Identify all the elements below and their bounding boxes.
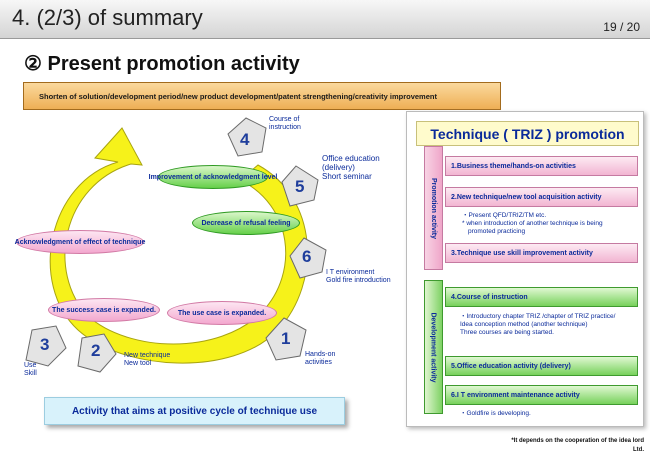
footnote-line: *It depends on the cooperation of the id… xyxy=(511,438,644,444)
label-line: New tool xyxy=(124,360,152,367)
bubble-acknowledgment-effect: Acknowledgment of effect of technique xyxy=(15,230,145,254)
label-line: Office education xyxy=(322,154,380,163)
pentagon-4-icon xyxy=(227,117,267,157)
label-line: I T environment xyxy=(326,269,375,276)
note-line: ・Present QFD/TRIZ/TM etc. xyxy=(462,212,547,219)
footnote-line: Ltd. xyxy=(633,447,644,453)
bubble-decrease-refusal: Decrease of refusal feeling xyxy=(192,211,300,235)
label-line: instruction xyxy=(269,124,301,131)
activity-item-5: 5.Office education activity (delivery) xyxy=(445,356,638,376)
bubble-improvement-acknowledgment: Improvement of acknowledgment level xyxy=(149,165,277,189)
pentagon-2-icon xyxy=(77,333,117,373)
label-it-environment: I T environment Gold fire introduction xyxy=(326,269,391,285)
label-line: Use xyxy=(24,362,37,369)
label-new-technique: New technique New tool xyxy=(124,352,170,368)
activity-item-1: 1.Business theme/hands-on activities xyxy=(445,156,638,176)
activity-item-4-notes: ・Introductory chapter TRIZ /chapter of T… xyxy=(460,313,615,337)
pentagon-4-number: 4 xyxy=(240,130,250,149)
promotion-activity-label: Promotion activity xyxy=(430,177,438,239)
label-line: activities xyxy=(305,359,332,366)
activity-item-2: 2.New technique/new tool acquisition act… xyxy=(445,187,638,207)
note-line: ・Goldfire is developing. xyxy=(460,410,531,417)
pentagon-2-number: 2 xyxy=(91,341,101,360)
label-hands-on: Hands-on activities xyxy=(305,351,335,367)
pentagon-1-number: 1 xyxy=(281,329,291,348)
label-line: Course of xyxy=(269,116,300,123)
label-line: Hands-on xyxy=(305,351,336,358)
label-line: (delivery) xyxy=(322,163,355,172)
bubble-success-expanded: The success case is expanded. xyxy=(48,298,160,322)
note-line: Three courses are being started. xyxy=(460,329,554,336)
pentagon-5-icon xyxy=(281,165,319,207)
label-office-education: Office education (delivery) Short semina… xyxy=(322,154,380,181)
activity-item-3: 3.Technique use skill improvement activi… xyxy=(445,243,638,263)
promotion-activity-sidebar: Promotion activity xyxy=(424,146,443,270)
activity-item-6-notes: ・Goldfire is developing. xyxy=(460,410,531,418)
pentagon-6-number: 6 xyxy=(302,247,312,266)
label-use-skill: Use Skill xyxy=(24,362,37,378)
development-activity-label: Development activity xyxy=(430,311,437,383)
label-line: Gold fire introduction xyxy=(326,277,391,284)
development-activity-sidebar: Development activity xyxy=(424,280,443,414)
label-line: New technique xyxy=(124,352,171,359)
pentagon-3-icon xyxy=(25,325,67,367)
pentagon-5-number: 5 xyxy=(295,177,305,196)
activity-item-6: 6.I T environment maintenance activity xyxy=(445,385,638,405)
bubble-usecase-expanded: The use case is expanded. xyxy=(167,301,277,325)
label-line: Skill xyxy=(24,370,37,377)
triz-title: Technique ( TRIZ ) promotion xyxy=(416,121,639,146)
activity-item-2-notes: ・Present QFD/TRIZ/TM etc. * when introdu… xyxy=(462,212,603,236)
activity-item-4: 4.Course of instruction xyxy=(445,287,638,307)
title-bar xyxy=(0,0,650,39)
label-course-instruction: Course of instruction xyxy=(269,116,301,132)
cycle-summary-box: Activity that aims at positive cycle of … xyxy=(44,397,345,425)
pentagon-1-icon xyxy=(265,317,307,361)
pentagon-3-number: 3 xyxy=(40,335,50,354)
note-line: Idea conception method (another techniqu… xyxy=(460,321,588,328)
goal-banner: Shorten of solution/development period/n… xyxy=(23,82,501,110)
slide-title: 4. (2/3) of summary xyxy=(12,5,203,30)
note-line: ・Introductory chapter TRIZ /chapter of T… xyxy=(460,313,616,320)
section-heading: ② Present promotion activity xyxy=(24,53,300,75)
pentagon-6-icon xyxy=(289,237,327,279)
footnote: *It depends on the cooperation of the id… xyxy=(511,437,644,455)
label-line: Short seminar xyxy=(322,172,372,181)
page-number: 19 / 20 xyxy=(603,20,640,34)
note-line: * when introduction of another technique… xyxy=(462,220,603,227)
note-line: promoted practicing xyxy=(468,228,526,235)
